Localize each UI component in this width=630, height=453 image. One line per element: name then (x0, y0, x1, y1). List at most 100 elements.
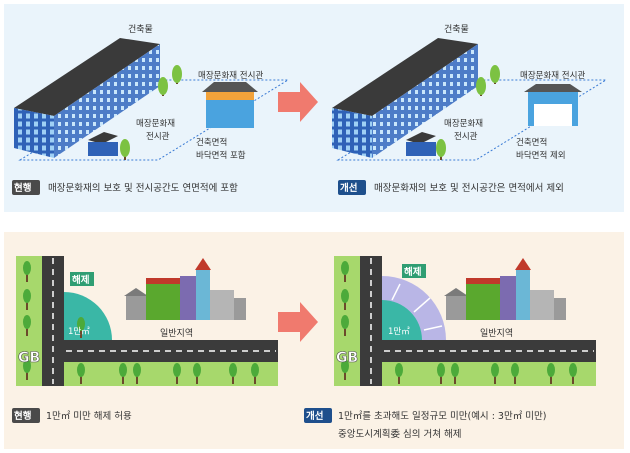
tag-after-top-text: 개선 (340, 182, 357, 194)
museum-roof (202, 82, 258, 92)
building-side (372, 44, 478, 158)
bottom-after-scene (334, 256, 596, 386)
town-building-green (466, 282, 500, 320)
expand-arrow-icon (413, 297, 431, 313)
town-building-green (146, 282, 180, 320)
zone-label-after: 일반지역 (480, 328, 513, 339)
tree-icon (173, 363, 181, 384)
road-vertical (42, 256, 64, 386)
tree-icon (23, 359, 31, 380)
town-building-gray (446, 296, 466, 320)
tree-icon (77, 317, 85, 338)
caption-after-bottom-1: 1만㎡를 초과해도 일정규모 미만(예시 : 3만㎡ 미만) (338, 410, 546, 422)
town-building-purple (500, 276, 516, 320)
tree-icon (341, 261, 349, 282)
tag-after-bottom-text: 개선 (306, 410, 323, 422)
label-building-before: 건축물 (128, 24, 153, 35)
tree-icon (395, 363, 403, 384)
tree-icon (120, 139, 130, 160)
tag-before-bottom-text: 현행 (14, 410, 31, 422)
museum-small-roof (88, 132, 118, 144)
tree-icon (23, 315, 31, 336)
expand-arrow-icon (423, 325, 443, 331)
tree-icon (77, 363, 85, 384)
release-area (382, 300, 422, 340)
building-side (54, 44, 160, 158)
tree-icon (437, 363, 445, 384)
tag-before-top-text: 현행 (14, 182, 31, 194)
tree-icon (511, 363, 519, 384)
label-small-museum-after-1: 매장문화재 (444, 118, 483, 129)
release-area (64, 292, 112, 340)
tree-icon (341, 289, 349, 310)
expand-arrow-icon (391, 283, 401, 301)
building-roof (332, 38, 478, 116)
label-museum-before: 매장문화재 전시관 (198, 70, 263, 81)
tag-after-top (338, 180, 366, 195)
release-tag-text-before: 해제 (72, 274, 89, 286)
caption-after-top: 매장문화재의 보호 및 전시공간은 면적에서 제외 (374, 182, 564, 194)
arrow-right-icon (278, 82, 318, 122)
tree-icon (119, 363, 127, 384)
label-small-museum-before-1: 매장문화재 (136, 118, 175, 129)
release-tag-text-after: 해제 (404, 266, 421, 278)
tree-icon (158, 77, 168, 96)
museum-excluded-floor (534, 104, 572, 126)
arrow-right-icon (278, 302, 318, 342)
label-museum-after: 매장문화재 전시관 (520, 70, 585, 81)
top-before-scene (14, 38, 290, 161)
gb-label-after: GB (336, 350, 358, 366)
building-front (332, 108, 372, 158)
town-building-purple (180, 276, 196, 320)
tag-before-bottom (12, 408, 40, 423)
label-area-before-2: 바닥면적 포함 (196, 150, 246, 161)
label-small-museum-before-2: 전시관 (146, 131, 170, 142)
label-area-after-1: 건축면적 (516, 137, 547, 148)
label-building-after: 건축물 (444, 24, 469, 35)
tree-icon (491, 363, 499, 384)
tree-icon (133, 363, 141, 384)
tree-icon (341, 359, 349, 380)
tree-icon (451, 363, 459, 384)
tree-icon (341, 315, 349, 336)
caption-before-top: 매장문화재의 보호 및 전시공간도 연면적에 포함 (48, 182, 238, 194)
tree-icon (476, 77, 486, 96)
building-front (14, 108, 54, 158)
caption-after-bottom-2: 중앙도시계획委 심의 거쳐 해제 (338, 428, 461, 440)
tree-icon (172, 65, 182, 84)
tree-icon (193, 363, 201, 384)
tree-icon (251, 363, 259, 384)
tag-before-top (12, 180, 40, 195)
tree-icon (229, 363, 237, 384)
museum-roof (524, 84, 582, 92)
tree-icon (569, 363, 577, 384)
gb-label-before: GB (18, 350, 40, 366)
building-roof (14, 38, 160, 116)
tag-after-bottom (304, 408, 332, 423)
town-tower (196, 270, 210, 320)
release-tag (402, 264, 426, 278)
museum-wall-top (206, 92, 254, 100)
label-small-museum-after-2: 전시관 (454, 131, 478, 142)
top-after-scene (332, 38, 608, 161)
tree-icon (490, 65, 500, 84)
tree-icon (23, 261, 31, 282)
road-vertical (360, 256, 382, 386)
area-label-after: 1만㎡ (388, 327, 410, 337)
release-tag (70, 272, 94, 286)
town-tower (516, 270, 530, 320)
zone-label-before: 일반지역 (160, 328, 193, 339)
label-area-before-1: 건축면적 (196, 137, 227, 148)
museum-small-body (406, 142, 436, 156)
tree-icon (23, 289, 31, 310)
area-label-before: 1만㎡ (68, 327, 90, 337)
caption-before-bottom: 1만㎡ 미만 해제 허용 (46, 410, 132, 422)
label-area-after-2: 바닥면적 제외 (516, 150, 566, 161)
tree-icon (547, 363, 555, 384)
tree-icon (436, 139, 446, 160)
town-building-gray (126, 296, 146, 320)
town-building-gray-roof (124, 288, 148, 296)
bottom-before-scene (16, 256, 278, 386)
museum-small-body (88, 142, 118, 156)
